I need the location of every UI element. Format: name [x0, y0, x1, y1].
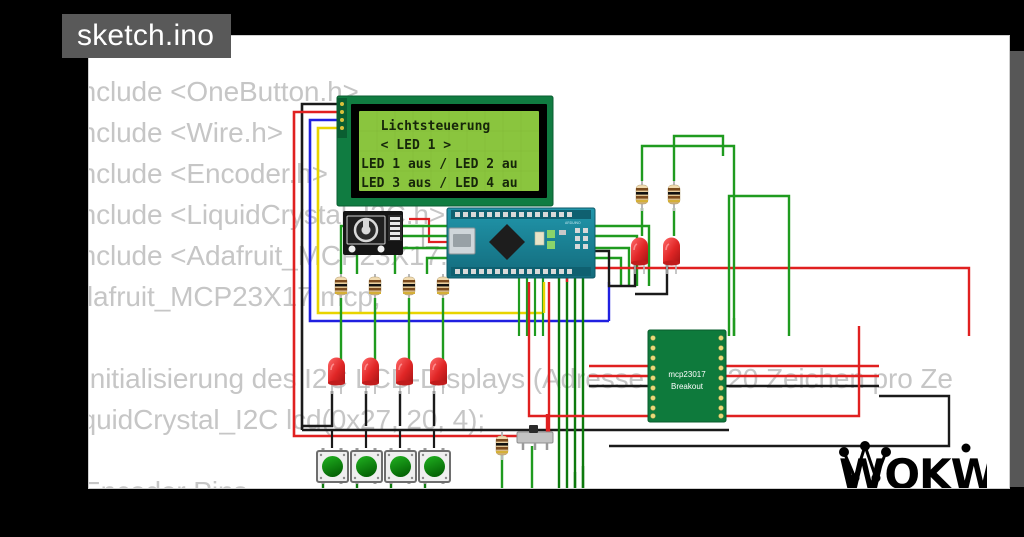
- arduino-nano-board[interactable]: ARDUINO: [446, 207, 596, 279]
- lcd-line: LED 1 aus / LED 2 au: [361, 157, 518, 172]
- editor-panel: #include <OneButton.h> #include <Wire.h>…: [88, 35, 1010, 489]
- wire-right-led-gnd-1: [589, 249, 637, 288]
- wire-btn-sig-4: [423, 276, 585, 488]
- lcd-line: < LED 1 >: [365, 138, 451, 153]
- led-bank-left: [328, 357, 447, 394]
- green-pushbutton[interactable]: [316, 448, 349, 484]
- wire-btn-sig-2: [355, 276, 569, 488]
- circuit-diagram: Lichtsteuerung < LED 1 > LED 1 aus / LED…: [89, 36, 1009, 488]
- green-pushbutton[interactable]: [384, 448, 417, 484]
- wokwi-wordmark: WOKWI: [839, 450, 987, 489]
- mcp-title: mcp23017: [668, 370, 706, 379]
- lcd-line: LED 3 aus / LED 4 au: [361, 176, 518, 191]
- green-pushbutton[interactable]: [418, 448, 451, 484]
- wire-mcp-black-return: [609, 394, 951, 448]
- wire-right-led-2: [672, 134, 725, 181]
- resistor: [402, 274, 416, 298]
- red-led: [430, 357, 447, 394]
- green-pushbutton[interactable]: [350, 448, 383, 484]
- pushbutton-bank: [316, 448, 451, 484]
- red-led: [328, 357, 345, 394]
- red-led: [396, 357, 413, 394]
- red-led: [631, 237, 648, 274]
- wire-led-gnd-1: [302, 391, 334, 428]
- resistor: [495, 432, 509, 460]
- mcp-subtitle: Breakout: [671, 382, 704, 391]
- wire-btn-sig-1: [321, 276, 561, 488]
- wire-lcd-vcc: [292, 110, 549, 438]
- resistor: [368, 274, 382, 298]
- nano-silkscreen: ARDUINO: [565, 221, 581, 225]
- wire-lcd-scl: [316, 126, 544, 315]
- lcd-display-module: Lichtsteuerung < LED 1 > LED 1 aus / LED…: [336, 95, 554, 207]
- led-bank-right: [631, 237, 680, 274]
- resistor-bank-left: [334, 274, 450, 298]
- wire-btn-sig-3: [389, 276, 577, 488]
- wokwi-logo: WOKWI: [837, 436, 1009, 489]
- resistor-bank-right: [635, 181, 681, 211]
- wire-right-led-1: [640, 144, 736, 336]
- wire-lcd-gnd: [300, 102, 337, 430]
- file-tab-sketch-ino[interactable]: sketch.ino: [62, 14, 232, 58]
- rotary-encoder-module[interactable]: [343, 211, 403, 255]
- lcd-line: Lichtsteuerung: [365, 119, 490, 134]
- resistor: [635, 181, 649, 211]
- resistor: [667, 181, 681, 211]
- wire-red-bus-right: [565, 266, 971, 336]
- slide-switch[interactable]: [516, 425, 554, 450]
- resistor: [334, 274, 348, 298]
- logo-node: [961, 443, 971, 453]
- red-led: [663, 237, 680, 274]
- wire-lcd-sda: [308, 118, 609, 323]
- wire-mcp-green-top: [727, 194, 791, 336]
- red-led: [362, 357, 379, 394]
- resistor: [436, 274, 450, 298]
- mcp23017-breakout[interactable]: mcp23017 Breakout: [647, 329, 727, 423]
